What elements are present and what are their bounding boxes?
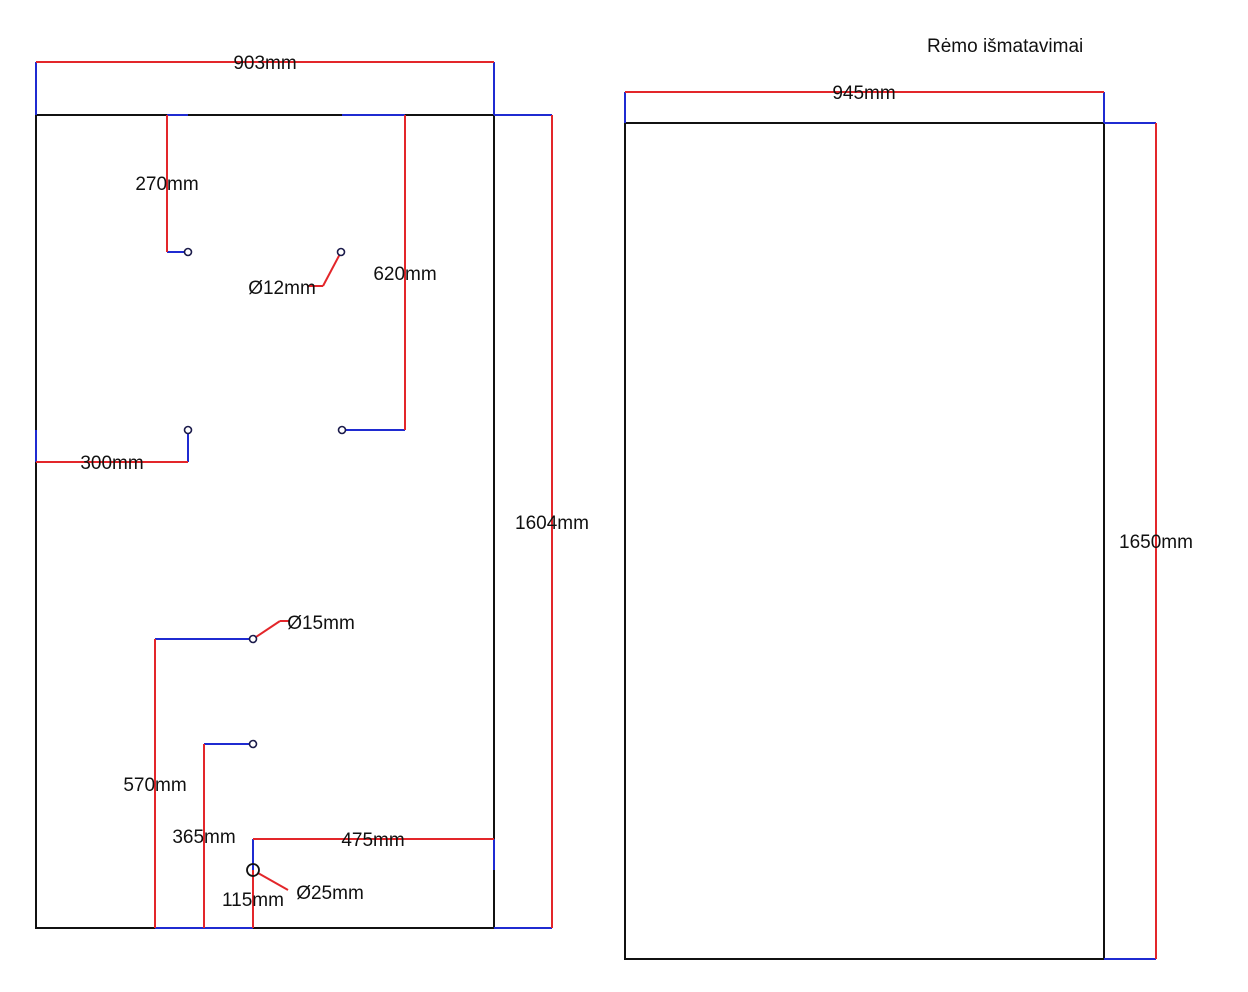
dimension-270: 270mm xyxy=(135,114,199,253)
label-diameter-25: Ø25mm xyxy=(296,883,364,904)
frame-outline xyxy=(624,122,1105,960)
label-115: 115mm xyxy=(222,890,284,911)
dimension-620: 620mm xyxy=(342,114,437,431)
dimension-570: 570mm xyxy=(123,638,253,929)
frame-width-label: 945mm xyxy=(832,83,895,104)
dimension-115: 115mm xyxy=(222,870,284,928)
frame-height-dimension: 1650mm xyxy=(1104,122,1193,960)
panel-height-label: 1604mm xyxy=(515,513,589,534)
drawing-title: Rėmo išmatavimai xyxy=(927,36,1083,57)
dimension-300: 300mm xyxy=(35,430,189,474)
label-300: 300mm xyxy=(80,453,143,474)
label-diameter-15: Ø15mm xyxy=(287,613,355,634)
dimension-365: 365mm xyxy=(172,743,253,928)
frame-width-dimension: 945mm xyxy=(624,83,1105,123)
frame-drawing: 945mm 1650mm xyxy=(624,83,1193,960)
dimension-475: 475mm xyxy=(252,830,495,870)
label-365: 365mm xyxy=(172,827,235,848)
label-475: 475mm xyxy=(341,830,404,851)
panel-width-label: 903mm xyxy=(233,53,296,74)
hole-lower xyxy=(248,739,258,749)
panel-width-dimension: 903mm xyxy=(35,53,495,115)
panel-outline xyxy=(35,114,495,929)
label-diameter-12: Ø12mm xyxy=(248,278,316,299)
frame-height-label: 1650mm xyxy=(1119,532,1193,553)
panel-height-dimension: 1604mm xyxy=(494,114,589,929)
label-270: 270mm xyxy=(135,174,198,195)
hole-25mm xyxy=(246,863,260,877)
label-620: 620mm xyxy=(373,264,436,285)
hole-middle-right xyxy=(337,425,347,435)
dimension-diameter-12: Ø12mm xyxy=(248,251,342,299)
hole-top-right xyxy=(336,247,346,257)
hole-top-left xyxy=(183,247,193,257)
hole-15mm xyxy=(248,634,258,644)
panel-drawing: 903mm 1604mm 270mm 620mm Ø12mm xyxy=(35,53,589,929)
dimension-diameter-25: Ø25mm xyxy=(257,872,364,904)
hole-middle-left xyxy=(183,425,193,435)
label-570: 570mm xyxy=(123,775,186,796)
dimension-diameter-15: Ø15mm xyxy=(252,613,355,640)
